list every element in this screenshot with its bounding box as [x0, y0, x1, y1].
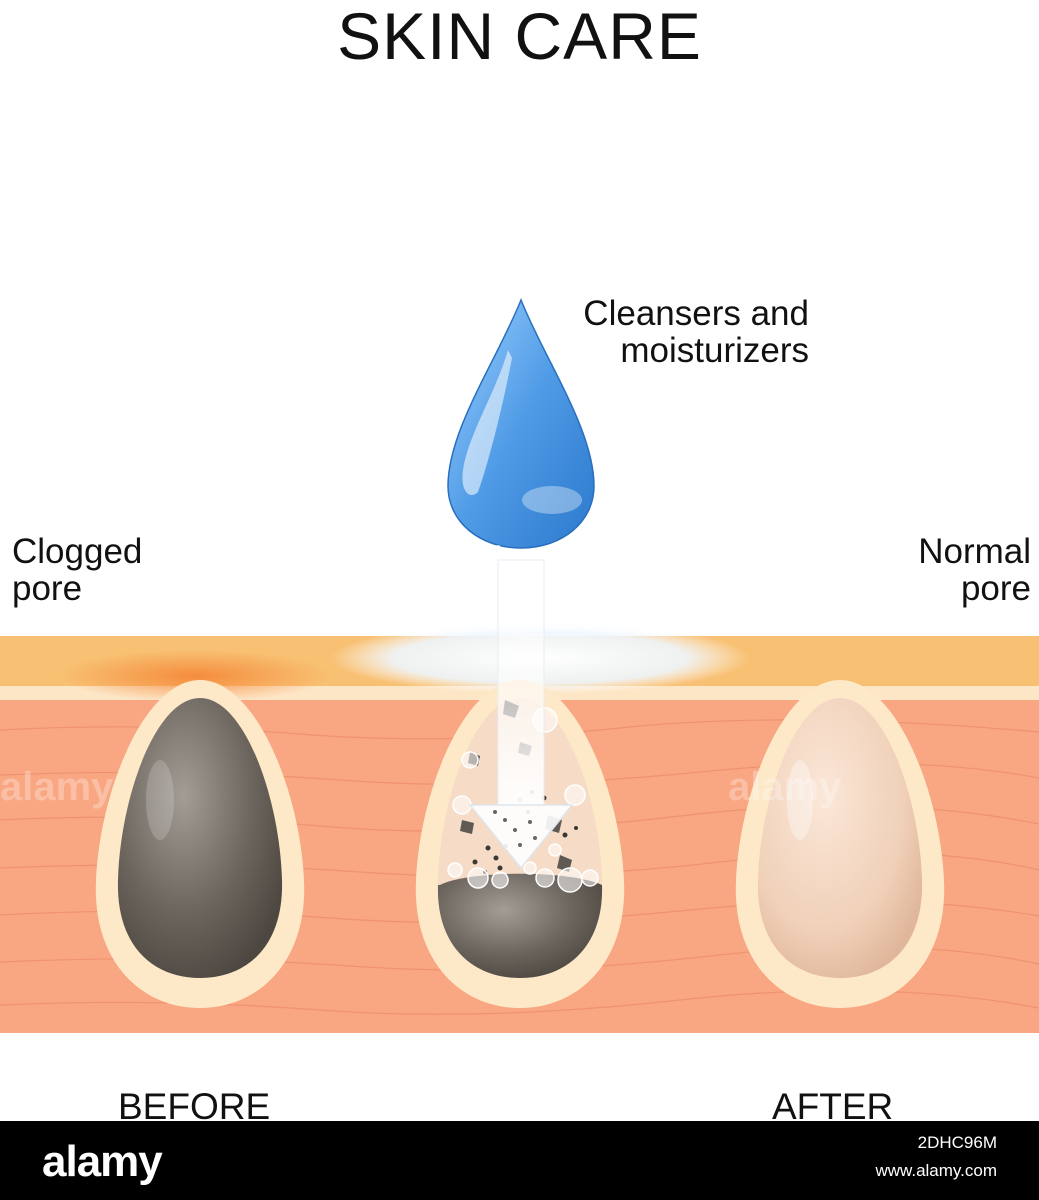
cleansers-label: Cleansers and moisturizers	[583, 294, 809, 370]
clogged-label-line-2: pore	[12, 568, 83, 608]
cleanser-arrow	[468, 559, 574, 870]
normal-label-line-2: pore	[960, 568, 1031, 608]
watermark-left: alamy	[0, 765, 114, 809]
before-label: BEFORE	[118, 1088, 271, 1122]
page-title: SKIN CARE	[337, 0, 702, 73]
watermark-right: alamy	[728, 765, 842, 809]
clogged-pore-label: Clogged pore	[12, 532, 143, 608]
footer-bar: alamy 2DHC96M www.alamy.com	[0, 1121, 1039, 1200]
normal-label-line-1: Normal	[918, 532, 1031, 571]
brand-logo: alamy	[42, 1137, 163, 1186]
normal-pore-label: Normal pore	[918, 532, 1031, 608]
cleanser-drop-icon	[447, 297, 595, 551]
clogged-label-line-1: Clogged	[12, 532, 143, 571]
skin-diagram: alamy alamy	[0, 297, 1039, 1033]
cleansers-label-line-2: moisturizers	[620, 330, 809, 370]
after-label: AFTER	[772, 1088, 894, 1122]
image-id: 2DHC96M	[917, 1133, 997, 1152]
watermark: alamy alamy	[0, 765, 842, 809]
site-url: www.alamy.com	[875, 1161, 997, 1180]
clogged-pore	[95, 680, 305, 1008]
cleansers-label-line-1: Cleansers and	[583, 294, 809, 333]
normal-pore	[735, 680, 945, 1008]
inflammation-glow	[60, 650, 330, 702]
